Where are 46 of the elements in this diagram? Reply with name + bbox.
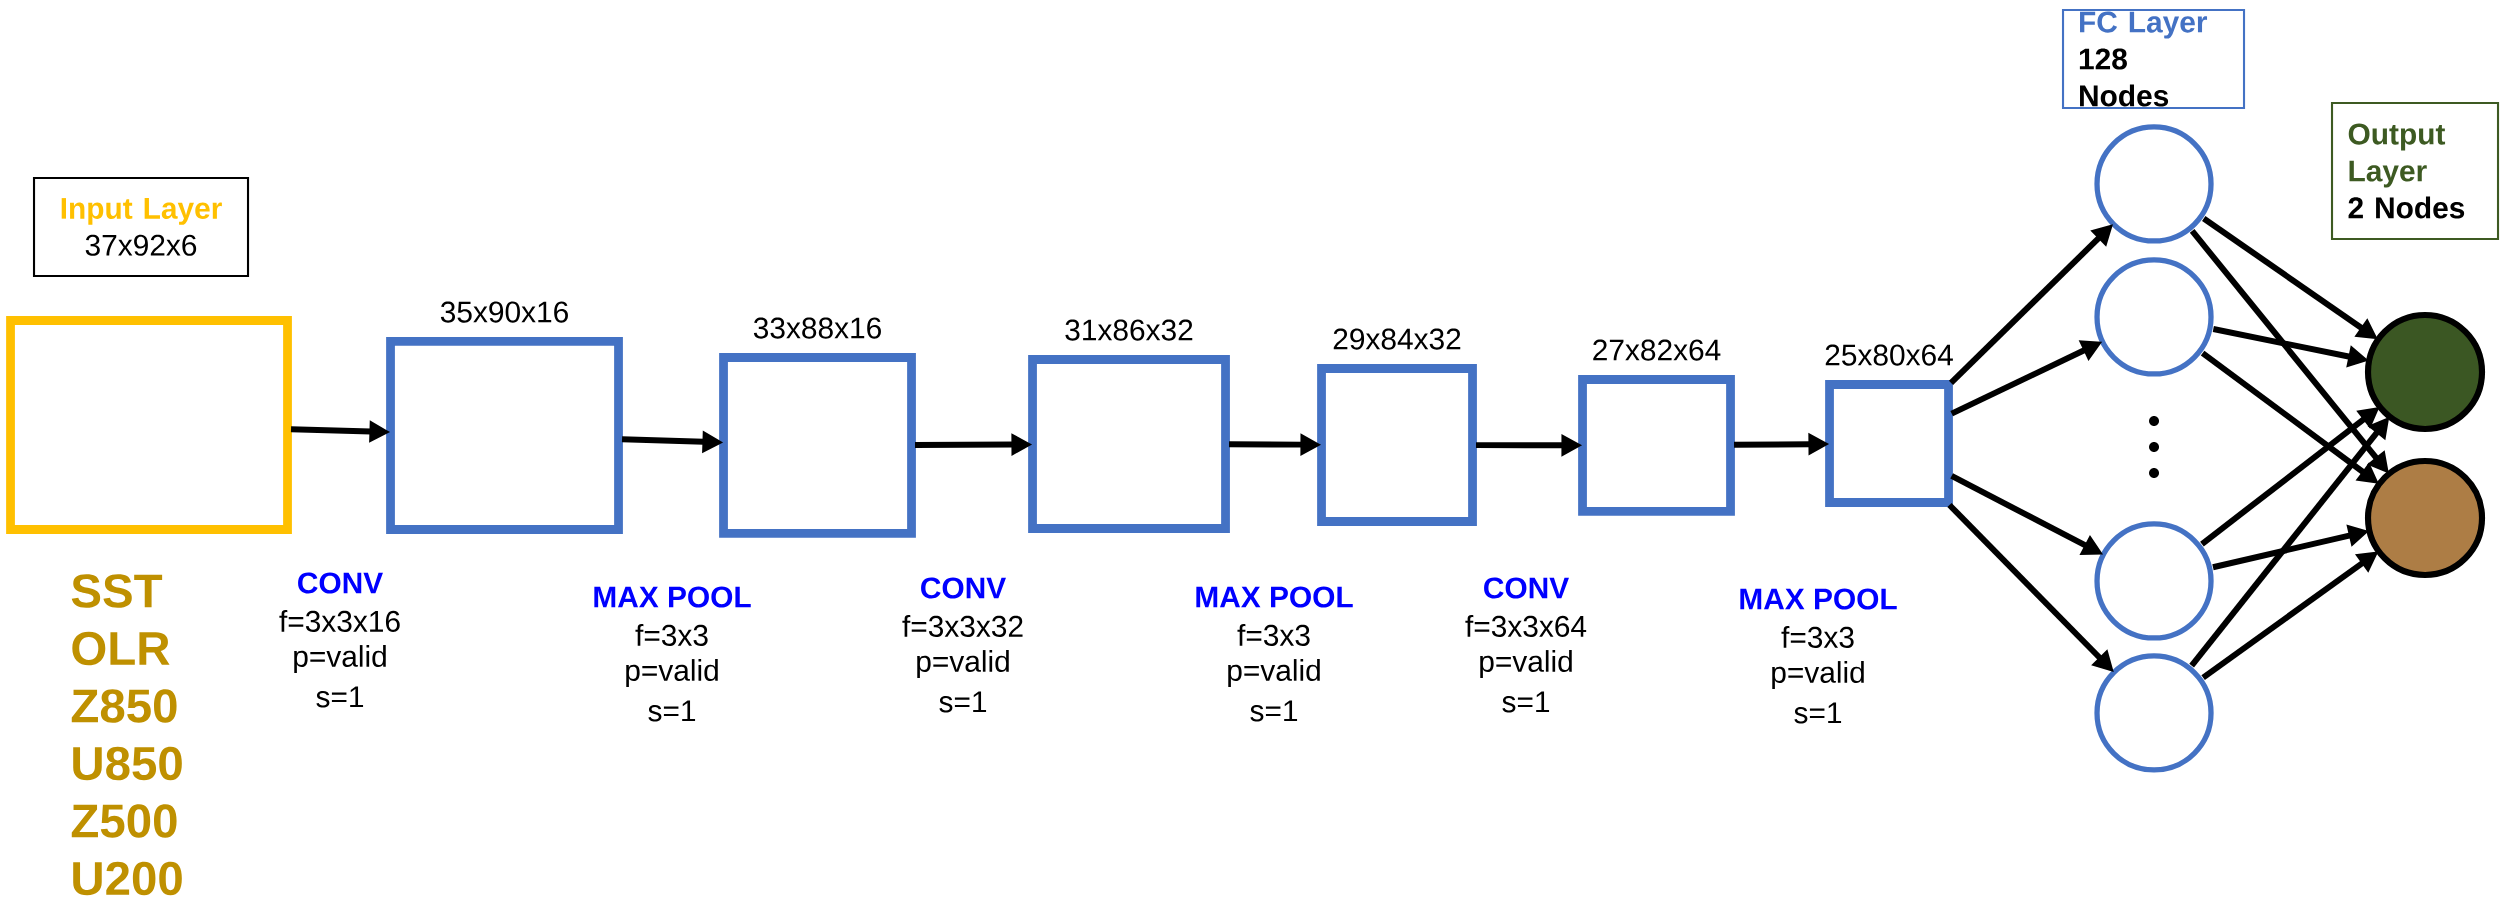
- variable-label: OLR: [72, 631, 170, 666]
- parameter-label: p=valid: [294, 645, 386, 673]
- parameter-label: f=3x3x64: [1465, 615, 1587, 637]
- variable-label: U850: [73, 746, 182, 781]
- parameter-label: s=1: [1502, 691, 1550, 713]
- label-box: Input Layer 37x92x6: [32, 176, 250, 278]
- neuron-circle: [2094, 124, 2214, 244]
- label-box: FC Layer 128 Nodes: [2061, 8, 2246, 110]
- variable-label: SST: [71, 574, 163, 608]
- variable-label: U200: [73, 861, 182, 896]
- size-label: 33x88x16: [753, 317, 881, 339]
- parameter-label: p=valid: [1228, 659, 1320, 687]
- output-circle: [2364, 457, 2486, 579]
- size-label: 29x84x32: [1333, 328, 1461, 350]
- neuron-circle: [2094, 521, 2214, 641]
- size-label: 25x80x64: [1825, 344, 1953, 366]
- output-circle: [2364, 311, 2486, 433]
- parameter-label: s=1: [316, 686, 364, 708]
- parameter-label: f=3x3: [635, 624, 708, 646]
- operation-label: MAX POOL: [1740, 588, 1897, 610]
- operation-label: CONV: [921, 577, 1006, 599]
- operation-label: CONV: [298, 572, 383, 594]
- variable-label: Z850: [71, 689, 177, 723]
- operation-label: MAX POOL: [1196, 586, 1353, 608]
- parameter-label: p=valid: [1772, 661, 1864, 689]
- parameter-label: f=3x3: [1781, 626, 1854, 648]
- parameter-label: f=3x3x16: [279, 610, 400, 632]
- variable-label: Z500: [71, 804, 177, 838]
- operation-label: CONV: [1484, 577, 1569, 599]
- label-box: Output Layer 2 Nodes: [2330, 101, 2500, 241]
- parameter-label: p=valid: [917, 650, 1009, 678]
- parameter-label: s=1: [648, 700, 696, 722]
- parameter-label: s=1: [939, 691, 987, 713]
- size-label: 27x82x64: [1593, 339, 1721, 361]
- parameter-label: f=3x3x32: [902, 615, 1023, 637]
- parameter-label: s=1: [1250, 700, 1298, 722]
- neuron-circle: [2094, 653, 2214, 773]
- operation-label: MAX POOL: [594, 586, 751, 608]
- size-label: 35x90x16: [440, 301, 568, 323]
- parameter-label: s=1: [1794, 702, 1842, 724]
- parameter-label: f=3x3: [1237, 624, 1310, 646]
- neuron-circle: [2094, 257, 2214, 377]
- size-label: 31x86x32: [1065, 319, 1193, 341]
- parameter-label: p=valid: [1480, 650, 1572, 678]
- feature-map-box: [6, 316, 292, 534]
- parameter-label: p=valid: [626, 659, 718, 687]
